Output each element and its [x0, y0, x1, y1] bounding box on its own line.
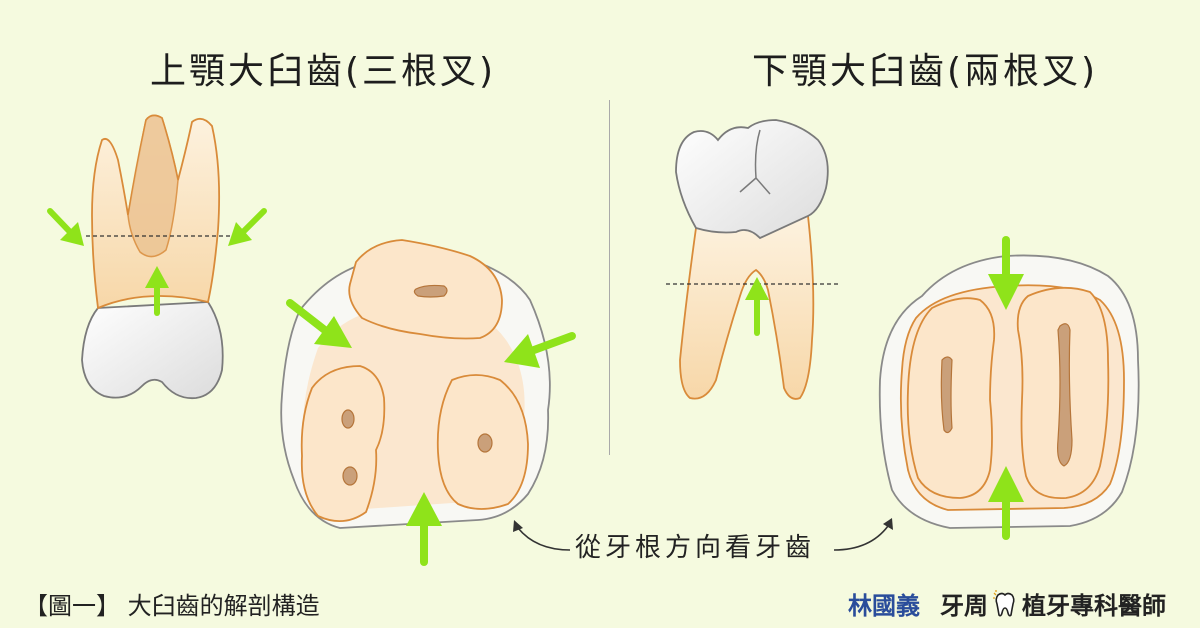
- upper-section-canal-mb2: [342, 466, 358, 486]
- lower-molar-cross-section: [878, 236, 1140, 540]
- upper-section-arrow-up: [406, 492, 442, 566]
- author-name: 林國義: [848, 592, 920, 620]
- upper-molar-palatal-root: [127, 114, 179, 258]
- upper-side-arrow-left: [47, 208, 84, 246]
- tooth-logo-icon: [990, 589, 1020, 619]
- upper-section-root-mesiobuccal: [300, 365, 386, 522]
- upper-section-canal-db: [477, 433, 493, 453]
- upper-side-arrow-up: [145, 266, 169, 316]
- clinic-title-part1: 牙周: [940, 592, 988, 620]
- upper-side-arrow-right: [228, 208, 267, 246]
- clinic-title-part2: 植牙專科醫師: [1022, 592, 1166, 620]
- lower-molar-crown: [675, 119, 829, 240]
- view-from-root-caption: 從牙根方向看牙齒: [575, 533, 816, 563]
- lower-molar-side-view: [666, 119, 840, 400]
- upper-molar-title: 上顎大臼齒(三根叉): [150, 51, 497, 92]
- lower-section-canal-mesial: [940, 356, 953, 434]
- clinic-title: 牙周 植牙專科醫師: [940, 586, 1166, 621]
- caption-pointer-left: [513, 520, 571, 551]
- caption-pointer-right: [833, 518, 893, 551]
- lower-section-arrow-up: [988, 466, 1024, 540]
- lower-side-arrow-up: [745, 277, 769, 336]
- upper-section-arrow-right: [504, 332, 576, 368]
- upper-molar-crown: [81, 301, 224, 400]
- figure-caption: 【圖一】 大臼齒的解剖構造: [24, 592, 320, 620]
- upper-molar-side-view: [47, 114, 267, 400]
- center-divider: [609, 100, 610, 455]
- lower-molar-root: [679, 215, 815, 400]
- lower-molar-title: 下顎大臼齒(兩根叉): [752, 51, 1099, 92]
- upper-section-canal-palatal: [413, 284, 448, 298]
- lower-section-arrow-down: [988, 236, 1024, 310]
- lower-molar-crown-fissure: [739, 129, 771, 195]
- upper-section-canal-mb1: [341, 409, 355, 429]
- lower-section-canal-distal: [1057, 323, 1073, 467]
- upper-section-arrow-left: [286, 299, 352, 348]
- upper-molar-cross-section: [280, 239, 576, 566]
